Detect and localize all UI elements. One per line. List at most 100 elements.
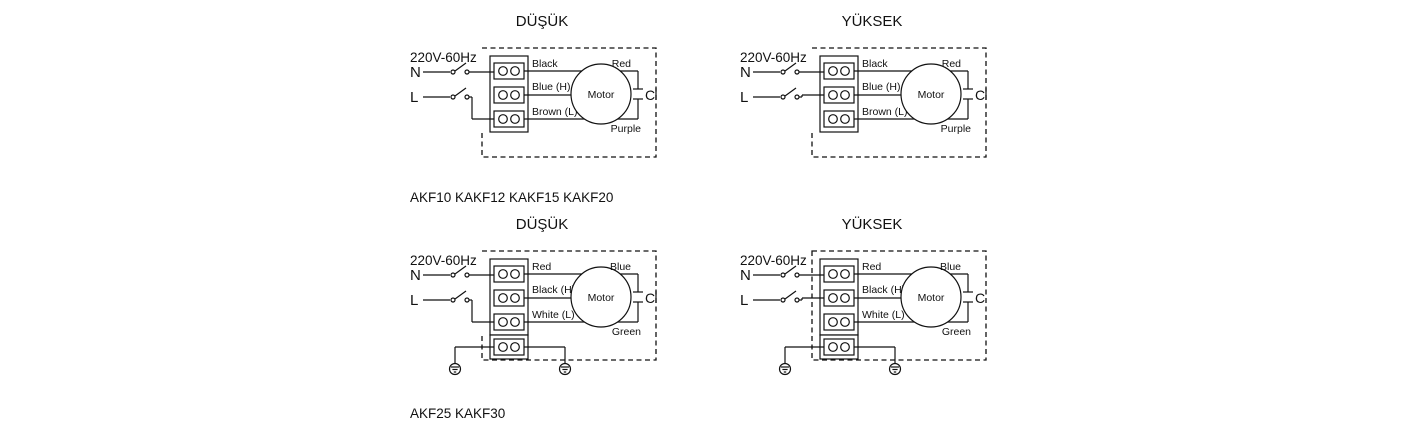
ground-icon-1 (448, 362, 462, 376)
l-label: L (410, 89, 418, 106)
capacitor-label: C (975, 290, 985, 306)
wire-label-1: Red (862, 261, 881, 273)
housing-frame (811, 47, 987, 158)
model-list-2: AKF25 KAKF30 (410, 406, 505, 421)
capacitor-label: C (975, 87, 985, 103)
housing-frame (811, 250, 987, 361)
switch-lever (784, 290, 797, 300)
switch-contact (780, 69, 786, 75)
terminal-screw (510, 293, 520, 303)
switch-contact (450, 297, 456, 303)
terminal-screw (840, 269, 850, 279)
terminal-screw (498, 66, 508, 76)
model-list-1: AKF10 KAKF12 KAKF15 KAKF20 (410, 190, 613, 205)
motor-wire-bottom-label: Purple (941, 123, 972, 135)
terminal-screw (498, 342, 508, 352)
motor-icon (900, 63, 962, 125)
terminal-screw (498, 114, 508, 124)
n-label: N (740, 267, 751, 284)
terminal-screw (840, 293, 850, 303)
switch-contact (794, 69, 800, 75)
motor-label: Motor (588, 89, 615, 101)
motor-wire-top-label: Red (942, 58, 961, 70)
wire-label-1: Black (862, 58, 888, 70)
switch-contact (780, 272, 786, 278)
diagram-title: DÜŞÜK (516, 215, 569, 233)
motor-wire-bottom-label: Green (612, 326, 641, 338)
switch-contact (450, 94, 456, 100)
capacitor-label: C (645, 290, 655, 306)
wire-label-2: Blue (H) (532, 81, 571, 93)
diagram-title: YÜKSEK (842, 12, 903, 30)
terminal-screw (840, 66, 850, 76)
terminal-screw (828, 342, 838, 352)
switch-lever (784, 265, 797, 275)
capacitor-label: C (645, 87, 655, 103)
motor-icon (900, 266, 962, 328)
switch-contact (450, 272, 456, 278)
terminal-screw (510, 66, 520, 76)
n-label: N (740, 64, 751, 81)
terminal-screw (498, 269, 508, 279)
supply-label: 220V-60Hz (740, 253, 807, 268)
ground-icon-1 (778, 362, 792, 376)
supply-label: 220V-60Hz (410, 253, 477, 268)
wire-label-3: White (L) (862, 309, 905, 321)
housing-frame (481, 250, 657, 361)
wire-label-2: Blue (H) (862, 81, 901, 93)
wire-label-2: Black (H) (532, 284, 575, 296)
ground-circle (448, 362, 462, 376)
ground-circle (558, 362, 572, 376)
wire-label-3: White (L) (532, 309, 575, 321)
motor-wire-bottom-label: Purple (611, 123, 642, 135)
terminal-screw (498, 90, 508, 100)
supply-label: 220V-60Hz (410, 50, 477, 65)
supply-label: 220V-60Hz (740, 50, 807, 65)
terminal-screw (828, 114, 838, 124)
l-label: L (740, 89, 748, 106)
switch-lever (784, 87, 797, 97)
switch-contact (464, 272, 470, 278)
ground-icon-2 (558, 362, 572, 376)
terminal-screw (840, 90, 850, 100)
switch-lever (454, 87, 467, 97)
terminal-screw (840, 342, 850, 352)
terminal-screw (498, 293, 508, 303)
motor-wire-top-label: Blue (940, 261, 961, 273)
diagram-title: YÜKSEK (842, 215, 903, 233)
terminal-screw (828, 293, 838, 303)
switch-contact (780, 297, 786, 303)
motor-label: Motor (918, 89, 945, 101)
n-label: N (410, 64, 421, 81)
motor-wire-top-label: Red (612, 58, 631, 70)
housing-frame (481, 47, 657, 158)
n-label: N (410, 267, 421, 284)
terminal-screw (510, 90, 520, 100)
terminal-screw (510, 342, 520, 352)
terminal-screw (828, 66, 838, 76)
switch-contact (780, 94, 786, 100)
switch-contact (794, 297, 800, 303)
terminal-screw (510, 317, 520, 327)
terminal-screw (840, 317, 850, 327)
diagram-title: DÜŞÜK (516, 12, 569, 30)
switch-contact (464, 69, 470, 75)
terminal-screw (510, 269, 520, 279)
motor-icon (570, 266, 632, 328)
switch-lever (454, 62, 467, 72)
wire-label-1: Red (532, 261, 551, 273)
l-label: L (410, 292, 418, 309)
switch-contact (450, 69, 456, 75)
motor-label: Motor (588, 292, 615, 304)
switch-contact (464, 297, 470, 303)
terminal-screw (828, 317, 838, 327)
motor-icon (570, 63, 632, 125)
wire-label-2: Black (H) (862, 284, 905, 296)
terminal-screw (840, 114, 850, 124)
switch-contact (794, 94, 800, 100)
